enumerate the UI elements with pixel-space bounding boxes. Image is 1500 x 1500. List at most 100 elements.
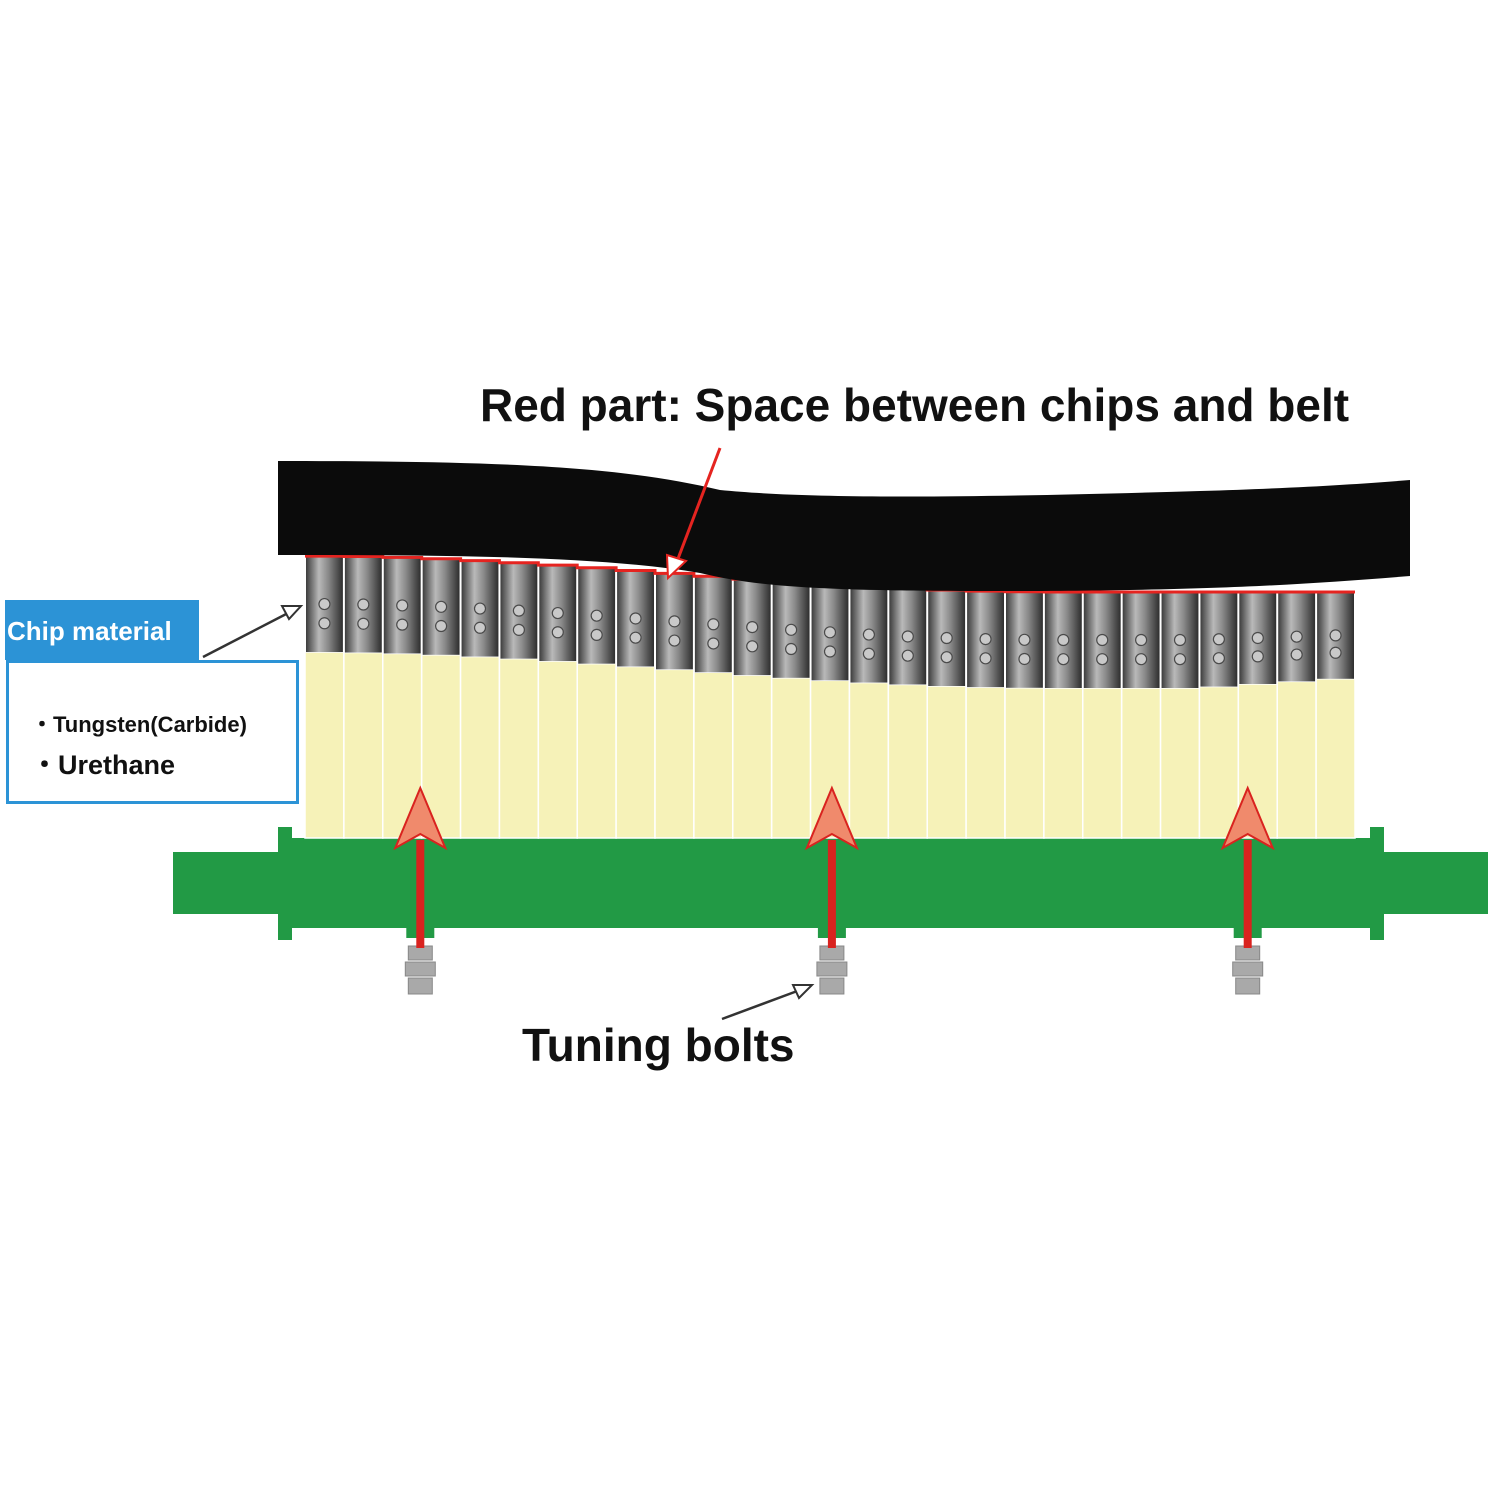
chip-rivet xyxy=(1212,652,1225,665)
chip-rivet xyxy=(551,606,564,620)
chip-urethane-base xyxy=(1043,687,1084,839)
tuning-bolt-nut xyxy=(404,961,436,977)
chip-rivet xyxy=(979,652,992,665)
chip-rivet xyxy=(1251,631,1264,645)
chip-rivet xyxy=(629,631,642,644)
chip-urethane-base xyxy=(304,651,345,839)
adjust-arrow-head xyxy=(393,785,448,851)
shaft-right-flange xyxy=(1370,827,1384,940)
chip-urethane-base xyxy=(1082,687,1123,839)
chip xyxy=(1198,592,1240,839)
chip-rivet xyxy=(901,630,914,643)
chip-rivet xyxy=(512,623,525,636)
tuning-bolt-head xyxy=(407,977,433,995)
chip-rivet xyxy=(1173,633,1187,647)
chip-urethane-base xyxy=(654,668,695,839)
chip-rivet xyxy=(1096,633,1109,647)
chip xyxy=(459,560,501,839)
chip-urethane-base xyxy=(1198,685,1240,839)
chip-urethane-base xyxy=(848,681,890,839)
chip xyxy=(732,579,773,839)
chip-rivet xyxy=(1057,653,1070,666)
tuning-bolt-nut xyxy=(819,945,845,961)
chip-rivet xyxy=(473,621,487,634)
chip-urethane-base xyxy=(732,674,773,839)
tuning-bolt-nut xyxy=(816,961,848,977)
tuning-bolts-pointer-arrow xyxy=(721,984,815,1021)
chip-rivet xyxy=(1096,653,1109,666)
tuning-bolts-label: Tuning bolts xyxy=(522,1019,795,1071)
tuning-bolt-nut xyxy=(1232,961,1264,977)
chip-rivet xyxy=(551,626,564,639)
adjust-arrow-shaft xyxy=(827,840,836,948)
material-item-urethane: ・Urethane xyxy=(31,750,176,780)
chip-urethane-base xyxy=(537,660,578,839)
chip xyxy=(1315,592,1356,839)
chip-urethane-base xyxy=(1276,680,1317,839)
chip xyxy=(1120,592,1162,839)
adjust-arrow-shaft xyxy=(416,840,425,948)
scraper-chips xyxy=(304,556,1356,839)
chip xyxy=(1276,592,1317,839)
chip-rivet xyxy=(979,633,992,646)
chip-urethane-base xyxy=(1120,687,1162,839)
chip-rivet xyxy=(862,647,875,660)
chip-rivet xyxy=(823,645,837,658)
adjust-arrow-shaft xyxy=(1243,840,1252,948)
adjust-arrow-head xyxy=(804,785,859,851)
material-item-tungsten: ・Tungsten(Carbide) xyxy=(31,712,247,737)
tuning-bolt-head xyxy=(819,977,845,995)
chip-rivet xyxy=(1018,652,1031,666)
tuning-adjusters xyxy=(393,785,1275,995)
chip xyxy=(654,573,695,839)
tuning-bolt-nut xyxy=(1235,945,1261,961)
chip-rivet xyxy=(668,615,681,628)
chip-rivet xyxy=(785,623,798,636)
chip-rivet xyxy=(1212,633,1225,646)
chip-urethane-base xyxy=(693,671,734,839)
chip xyxy=(965,591,1006,839)
chip-rivet xyxy=(1251,650,1264,663)
chip-material-pointer-arrow xyxy=(202,605,304,659)
chip xyxy=(848,586,890,839)
shaft-right-end xyxy=(1380,852,1488,914)
chip xyxy=(576,567,617,839)
chip-rivet xyxy=(901,649,914,662)
adjust-arrow-head xyxy=(1220,785,1275,851)
chip-rivet xyxy=(629,612,642,625)
chip xyxy=(1082,592,1123,839)
chip-urethane-base xyxy=(926,685,967,839)
chip xyxy=(343,556,384,839)
chip-rivet xyxy=(435,619,448,633)
chip-rivet xyxy=(1329,629,1342,642)
chip xyxy=(498,562,540,839)
chip-rivet xyxy=(512,604,525,617)
chip-rivet xyxy=(318,617,331,630)
chip xyxy=(1004,591,1045,839)
chip-rivet xyxy=(357,598,370,611)
chip-urethane-base xyxy=(887,683,928,839)
chip xyxy=(1043,592,1084,839)
chip xyxy=(770,581,812,839)
chip-material-box: ・Tungsten(Carbide) ・Urethane xyxy=(6,660,299,804)
chip-rivet xyxy=(940,651,953,664)
chip-urethane-base xyxy=(965,686,1006,839)
gap-description-label: Red part: Space between chips and belt xyxy=(480,379,1350,431)
chip-urethane-base xyxy=(498,657,540,839)
chip-rivet xyxy=(1329,646,1342,659)
chip-rivet xyxy=(746,621,759,634)
chip-rivet xyxy=(590,609,603,622)
chip xyxy=(420,558,462,839)
chip-rivet xyxy=(862,628,875,641)
tuning-bolt-nut xyxy=(407,945,433,961)
chip-urethane-base xyxy=(459,655,501,839)
chip xyxy=(537,565,578,839)
chip-rivet xyxy=(435,600,448,613)
chip-rivet xyxy=(1135,633,1148,647)
gap-pointer-arrow xyxy=(665,447,722,581)
shaft-left-end xyxy=(173,852,283,914)
chip-rivet xyxy=(1018,633,1031,646)
tuning-bolt-head xyxy=(1235,977,1261,995)
chip-material-header: Chip material xyxy=(5,600,199,660)
